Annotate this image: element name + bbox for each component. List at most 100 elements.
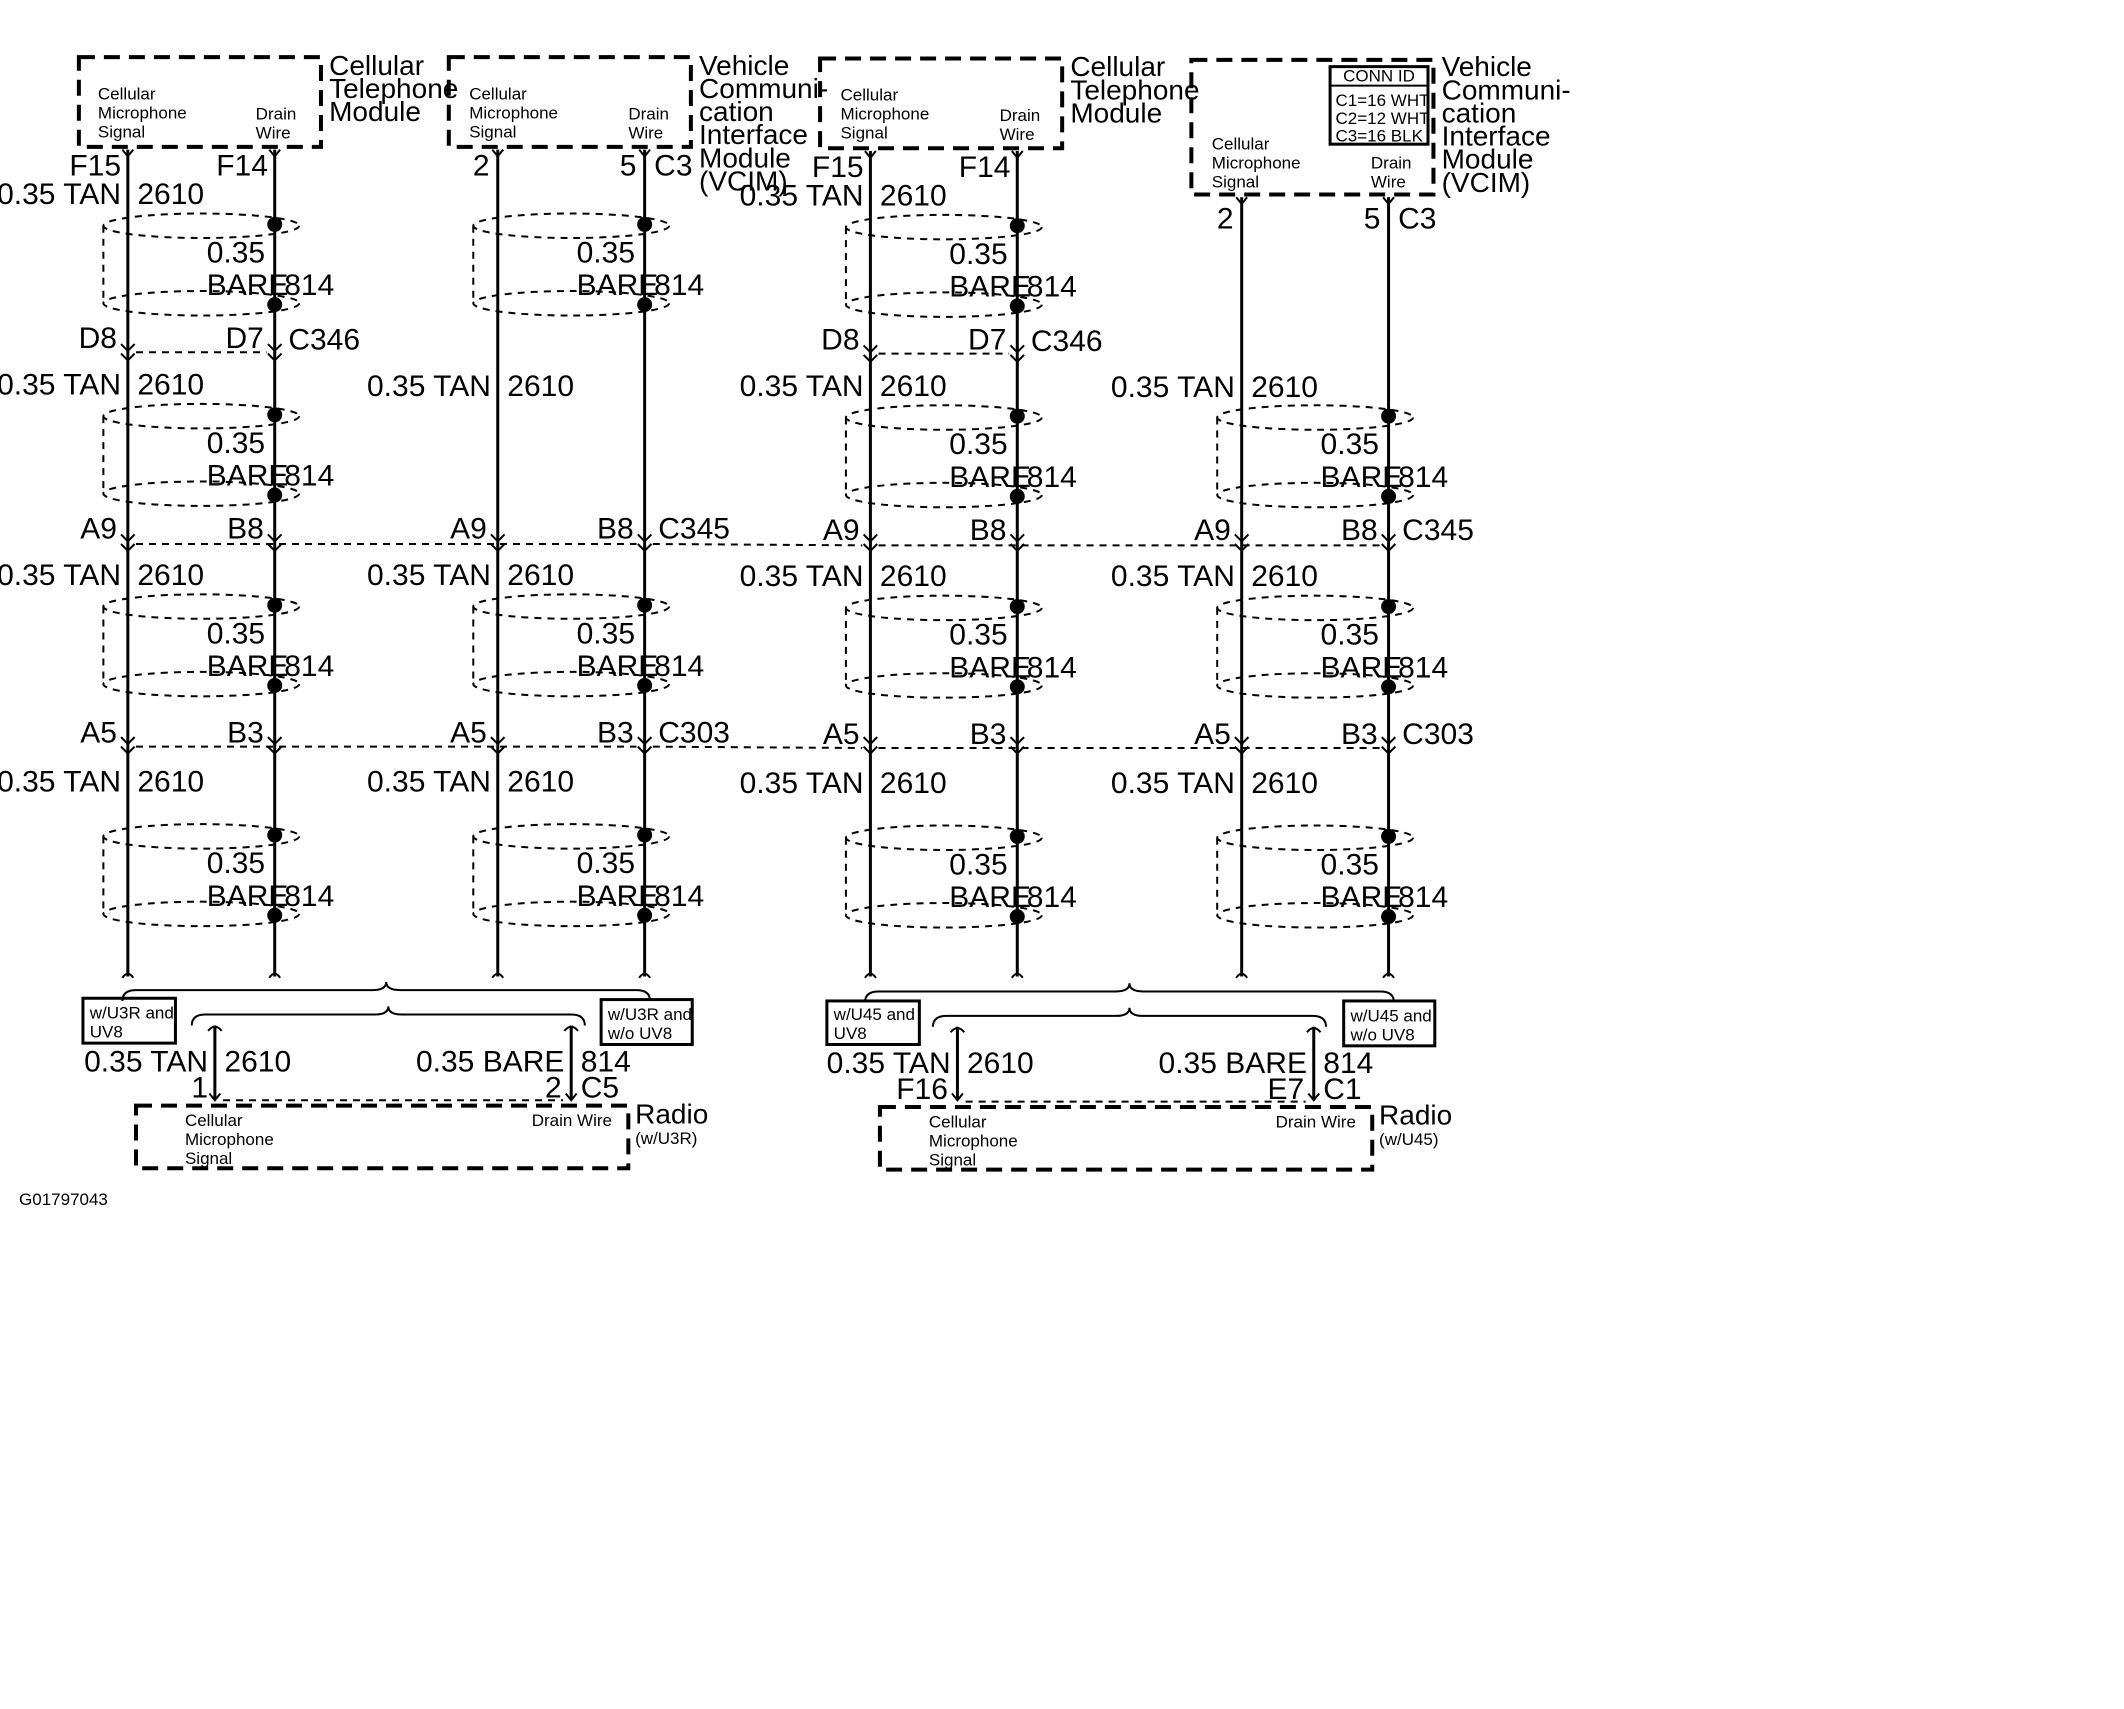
option-box [1342, 999, 1437, 1048]
conn-id-row: C1=16 WHT [1336, 91, 1430, 110]
drain-gauge-label: 0.35 [949, 848, 1007, 881]
vcim-name-label: Interface [699, 119, 808, 150]
ctm-signal-pin-label: Cellular [98, 84, 156, 103]
radio-signal-pin-label: Microphone [185, 1130, 274, 1149]
pin-fork [1382, 196, 1395, 206]
splice-dot [637, 907, 653, 923]
radio-option-label: (w/U3R) [635, 1129, 697, 1148]
shield-ellipse-bottom [844, 902, 1043, 929]
ctm-signal-pin-label: Cellular [840, 86, 898, 105]
splice-dot [1009, 679, 1025, 695]
wire-end-break [864, 972, 877, 979]
connector-label: C346 [1031, 325, 1103, 358]
radio-signal-pin-label: Signal [185, 1149, 232, 1168]
connector-dash [652, 745, 863, 749]
drain-circuit-label: 814 [654, 269, 704, 302]
conn-id-row: C3=16 BLK [1336, 126, 1424, 145]
circuit-number-label: 2610 [137, 559, 204, 592]
pin-fork [1307, 1092, 1320, 1102]
vcim-name-label: Communi- [699, 73, 828, 104]
drain-gauge-label: 0.35 [577, 847, 635, 880]
drain-circuit-label: 814 [1027, 461, 1077, 494]
splice-dot [1009, 218, 1025, 234]
connector-chevron [637, 745, 653, 755]
connector-chevron [637, 533, 653, 543]
connector-label: C346 [288, 324, 360, 357]
pin-label: A5 [450, 717, 487, 750]
connector-label: C345 [658, 513, 730, 546]
ctm-box-left [76, 55, 323, 149]
drain-color-label: BARE [207, 650, 289, 683]
wire-color-label: 0.35 TAN [1111, 560, 1235, 593]
pin-label: A5 [823, 718, 860, 751]
drain-color-label: BARE [207, 880, 289, 913]
splice-dot [637, 827, 653, 843]
drain-circuit-label: 814 [1027, 651, 1077, 684]
circuit-number-label: 2610 [967, 1047, 1034, 1080]
wire-color-label: 0.35 TAN [1111, 371, 1235, 404]
circuit-number-label: 2610 [507, 559, 574, 592]
pin-label: B3 [227, 717, 264, 750]
drain-gauge-label: 0.35 [207, 617, 265, 650]
connector-chevron [120, 343, 136, 353]
option-label: w/U45 and [833, 1005, 915, 1024]
splice-dot [637, 297, 653, 313]
radio-name-label: Radio [1379, 1100, 1452, 1131]
pin-label: B3 [597, 717, 634, 750]
splice-dot [1009, 408, 1025, 424]
pin-label: B8 [1341, 514, 1378, 547]
vcim-name-label: Module [699, 142, 791, 173]
drain-color-label: BARE [207, 460, 289, 493]
drain-circuit-label: 814 [654, 880, 704, 913]
pin-label: 1 [191, 1072, 208, 1105]
drain-circuit-label: 814 [284, 880, 334, 913]
wire-color-label: 0.35 TAN [0, 368, 121, 401]
circuit-number-label: 2610 [137, 368, 204, 401]
ctm-signal-pin-label: Signal [98, 122, 145, 141]
pin-label: A9 [1194, 514, 1231, 547]
pin-label: D7 [968, 324, 1006, 357]
connector-chevron [120, 533, 136, 543]
pin-label: B8 [227, 513, 264, 546]
pin-fork [564, 1092, 578, 1102]
splice-dot [267, 907, 283, 923]
drain-circuit-label: 814 [1027, 270, 1077, 303]
pin-label: 5 [1364, 202, 1381, 235]
wire-color-label: 0.35 TAN [84, 1046, 208, 1079]
pin-label: F16 [896, 1073, 948, 1106]
ctm-drain-pin-label: Wire [256, 124, 291, 143]
drain-color-label: BARE [577, 880, 659, 913]
vcim-name-label: cation [1442, 97, 1517, 128]
drain-color-label: BARE [1321, 651, 1403, 684]
figure-id-label: G01797043 [19, 1190, 108, 1209]
drain-gauge-label: 0.35 [949, 619, 1007, 652]
drain-gauge-label: 0.35 [577, 236, 635, 269]
drain-gauge-label: 0.35 [949, 238, 1007, 271]
connector-chevron [1381, 745, 1397, 755]
wire-end-break [1011, 972, 1024, 979]
vcim-name-label: (VCIM) [1442, 167, 1531, 198]
connector-chevron [1381, 736, 1397, 746]
shield-ellipse-bottom [844, 291, 1043, 318]
connector-dash [652, 543, 863, 547]
vcim-box-right [1189, 57, 1436, 197]
ctm-signal-pin-label: Signal [840, 124, 887, 143]
splice-dot [1381, 909, 1397, 925]
drain-circuit-label: 814 [284, 460, 334, 493]
ctm-name-label: Cellular [329, 50, 424, 81]
wire-color-label: 0.35 TAN [0, 559, 121, 592]
wire-end-break [949, 1027, 966, 1033]
radio-signal-pin-label: Microphone [929, 1131, 1018, 1150]
vcim-name-label: Communi- [1442, 74, 1571, 105]
connector-chevron [120, 543, 136, 553]
drain-gauge-label: 0.35 [1321, 619, 1379, 652]
pin-label: F15 [69, 149, 121, 182]
pin-fork [1235, 196, 1248, 206]
conn-id-table [1328, 65, 1430, 146]
drain-circuit-label: 814 [1027, 881, 1077, 914]
drain-color-label: BARE [207, 269, 289, 302]
shield-ellipse-bottom [844, 672, 1043, 699]
circuit-number-label: 2610 [1251, 371, 1318, 404]
vcim-name-label: Vehicle [699, 50, 789, 81]
connector-chevron [862, 745, 878, 755]
